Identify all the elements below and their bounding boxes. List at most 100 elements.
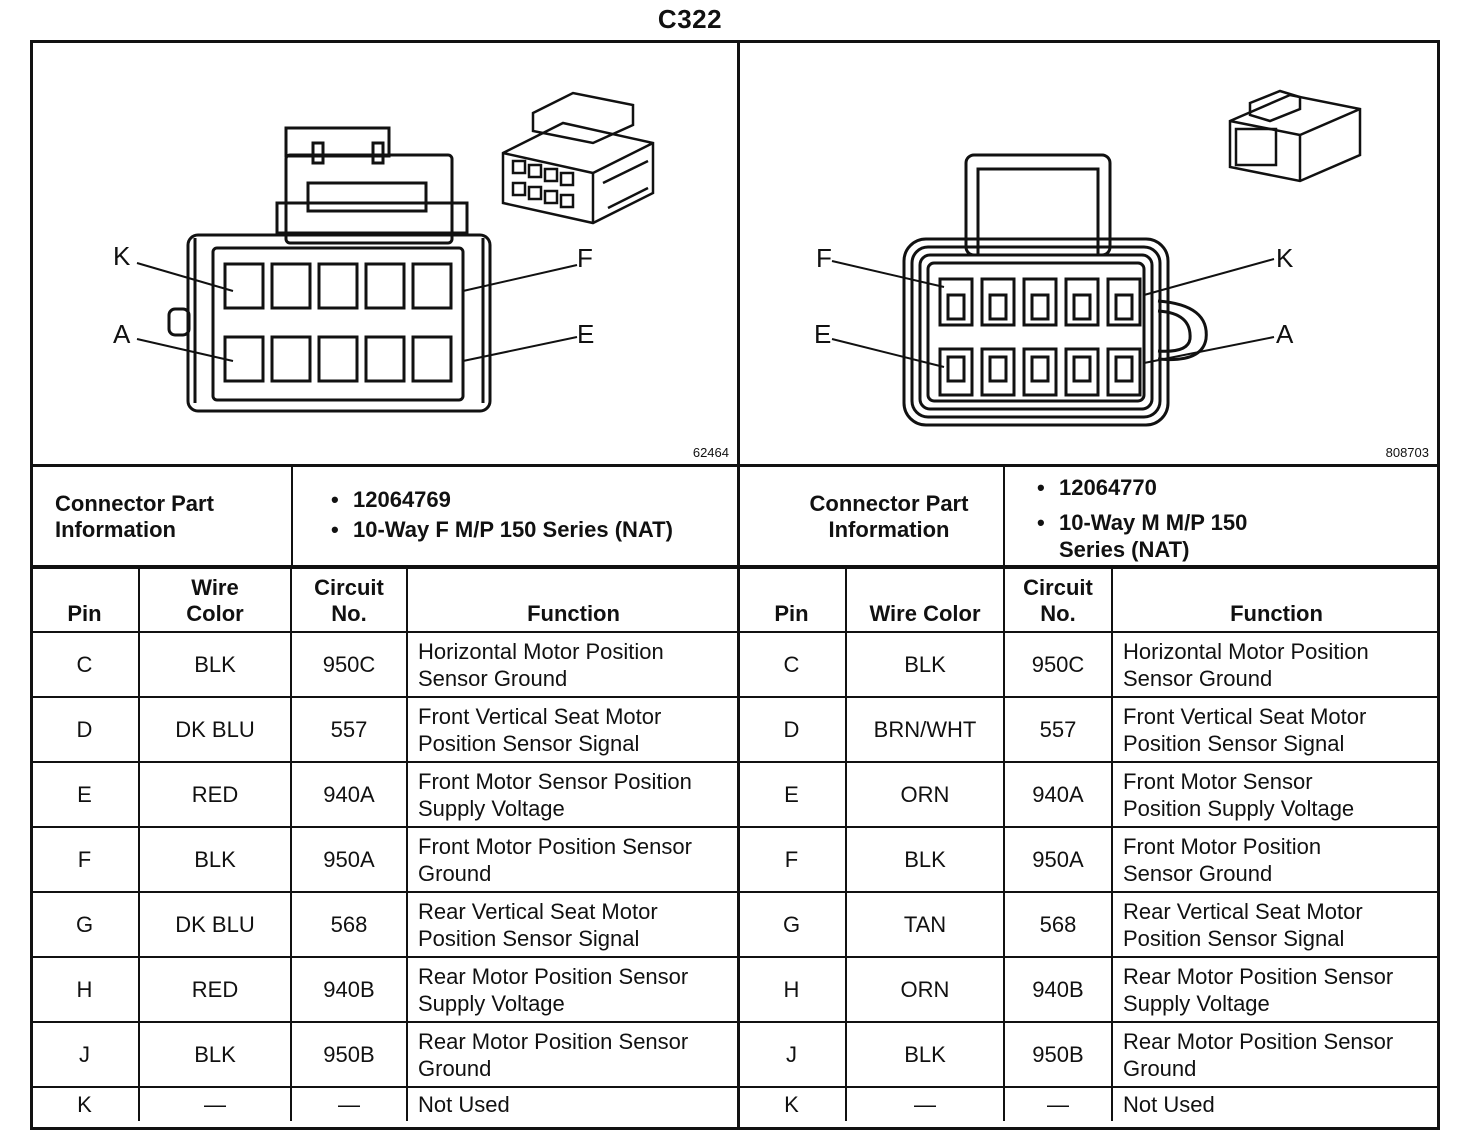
circuit-cell: 568 bbox=[1003, 891, 1113, 958]
function-line: Ground bbox=[418, 860, 492, 886]
pin-terminal bbox=[988, 293, 1008, 321]
function-line: Rear Motor Position Sensor bbox=[1123, 1028, 1394, 1054]
circuit-cell: 940A bbox=[290, 761, 408, 828]
pin-terminal bbox=[1072, 355, 1092, 383]
part-info-list: 12064769 10-Way F M/P 150 Series (NAT) bbox=[329, 485, 739, 545]
pin-terminal bbox=[1114, 293, 1134, 321]
wire-color-cell: BLK bbox=[845, 1021, 1005, 1088]
pin-cell: G bbox=[31, 891, 140, 958]
pin-cavity bbox=[364, 335, 406, 383]
circuit-cell: 557 bbox=[1003, 696, 1113, 763]
circuit-cell: 950B bbox=[1003, 1021, 1113, 1088]
pin-cavity bbox=[1106, 347, 1142, 397]
pin-cavity bbox=[938, 347, 974, 397]
circuit-cell: — bbox=[1003, 1086, 1113, 1121]
pin-label-a: A bbox=[1276, 319, 1294, 349]
function-line: Rear Vertical Seat Motor bbox=[418, 898, 658, 924]
function-line: Front Vertical Seat Motor bbox=[1123, 703, 1367, 729]
function-line: Horizontal Motor Position bbox=[418, 638, 664, 664]
pin-cell: K bbox=[31, 1086, 140, 1121]
function-line: Ground bbox=[418, 1055, 492, 1081]
wire-color-cell: DK BLU bbox=[138, 696, 292, 763]
male-connector-face-drawing bbox=[831, 89, 1362, 427]
function-line: Supply Voltage bbox=[1123, 990, 1270, 1016]
pin-cavity bbox=[270, 262, 312, 310]
pin-cell: H bbox=[31, 956, 140, 1023]
pin-label-k: K bbox=[1276, 243, 1294, 273]
pin-cell: D bbox=[31, 696, 140, 763]
pin-cavity bbox=[1064, 277, 1100, 327]
function-cell: Not Used bbox=[1111, 1086, 1440, 1121]
info-divider bbox=[291, 466, 293, 567]
pin-cavity bbox=[980, 347, 1016, 397]
pin-cell: C bbox=[738, 631, 847, 698]
wire-color-cell: ORN bbox=[845, 761, 1005, 828]
wire-color-cell: BLK bbox=[138, 1021, 292, 1088]
function-line: Position Sensor Signal bbox=[418, 925, 640, 951]
header-pin: Pin bbox=[738, 567, 847, 633]
table-row: K——Not Used bbox=[738, 1086, 1440, 1121]
pin-cavity bbox=[364, 262, 406, 310]
pin-terminal bbox=[988, 355, 1008, 383]
table-row: K——Not Used bbox=[31, 1086, 739, 1121]
pin-terminal bbox=[1114, 355, 1134, 383]
function-line: Supply Voltage bbox=[418, 795, 565, 821]
pin-cell: J bbox=[31, 1021, 140, 1088]
wire-color-cell: BRN/WHT bbox=[845, 696, 1005, 763]
pin-cavity bbox=[270, 335, 312, 383]
pin-cavity bbox=[223, 335, 265, 383]
pin-label-e: E bbox=[577, 319, 595, 349]
function-line: Front Vertical Seat Motor bbox=[418, 703, 662, 729]
function-line: Position Supply Voltage bbox=[1123, 795, 1355, 821]
function-line: Not Used bbox=[1123, 1092, 1215, 1117]
male-connector-diagram: F K E A 808703 bbox=[740, 43, 1437, 466]
info-divider bbox=[1003, 466, 1005, 567]
info-bottom-rule bbox=[33, 565, 1437, 568]
function-line: Front Motor Sensor bbox=[1123, 768, 1313, 794]
part-number: 12064769 bbox=[329, 485, 739, 515]
pin-cell: D bbox=[738, 696, 847, 763]
pin-cavity bbox=[223, 262, 265, 310]
female-connector-diagram: K F A E 62464 bbox=[33, 43, 737, 466]
circuit-cell: 940B bbox=[1003, 956, 1113, 1023]
pin-cell: E bbox=[31, 761, 140, 828]
pin-cavity bbox=[1022, 277, 1058, 327]
wire-color-cell: TAN bbox=[845, 891, 1005, 958]
circuit-cell: — bbox=[290, 1086, 408, 1121]
function-line: Rear Motor Position Sensor bbox=[418, 1028, 689, 1054]
part-number: 12064770 bbox=[1035, 473, 1295, 503]
wire-color-cell: ORN bbox=[845, 956, 1005, 1023]
wire-color-cell: DK BLU bbox=[138, 891, 292, 958]
figure-number: 62464 bbox=[692, 445, 729, 460]
header-wire-color: Wire Color bbox=[138, 567, 292, 633]
function-line: Rear Motor Position Sensor bbox=[418, 963, 689, 989]
header-function: Function bbox=[406, 567, 739, 633]
header-wire-color: Wire Color bbox=[845, 567, 1005, 633]
function-line: Sensor Ground bbox=[418, 665, 568, 691]
pin-cavity bbox=[1106, 277, 1142, 327]
pin-cavity bbox=[411, 262, 453, 310]
wire-color-cell: RED bbox=[138, 956, 292, 1023]
pin-label-e: E bbox=[814, 319, 832, 349]
pin-cavity bbox=[411, 335, 453, 383]
pin-label-f: F bbox=[577, 243, 593, 273]
function-line: Not Used bbox=[418, 1092, 510, 1117]
